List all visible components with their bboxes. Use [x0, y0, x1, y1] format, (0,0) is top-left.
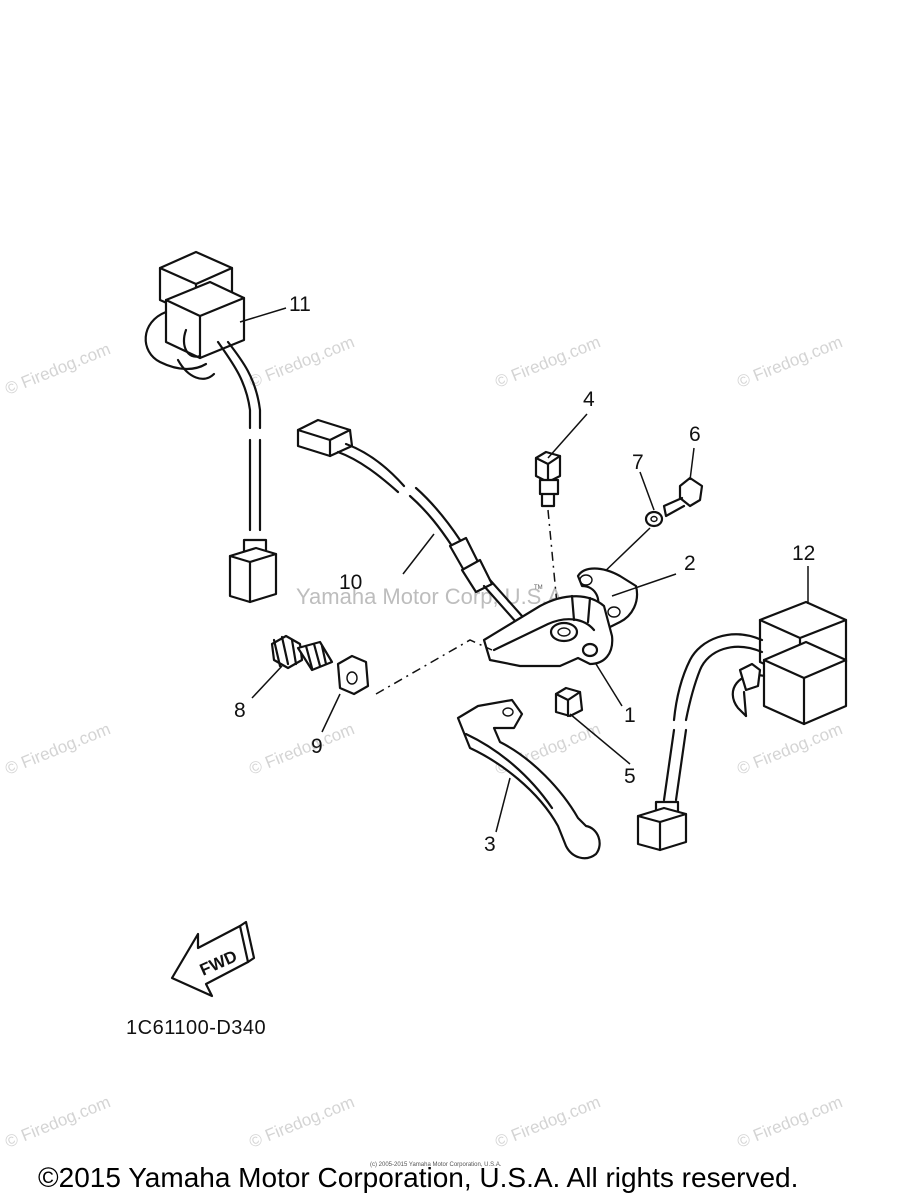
watermark: © Firedog.com — [734, 719, 845, 778]
inline-copyright-mark: Yamaha Motor Corp, U.S.A. — [296, 584, 568, 609]
lever-holder-1 — [482, 594, 614, 668]
watermark: © Firedog.com — [2, 719, 113, 778]
callout-7: 7 — [632, 451, 644, 474]
watermark: © Firedog.com — [246, 1092, 357, 1151]
callout-9: 9 — [311, 735, 323, 758]
fwd-arrow-icon: FWD — [170, 920, 256, 998]
watermark: © Firedog.com — [2, 339, 113, 398]
screw-6 — [662, 476, 704, 518]
callout-12: 12 — [792, 542, 815, 565]
small-copyright: (c) 2005-2015 Yamaha Motor Corporation, … — [370, 1162, 502, 1168]
callout-5: 5 — [624, 765, 636, 788]
lever-3 — [456, 698, 601, 860]
bolt-4 — [534, 450, 562, 508]
callout-1: 1 — [624, 704, 636, 727]
callout-4: 4 — [583, 388, 595, 411]
watermark: © Firedog.com — [246, 332, 357, 391]
cable-assembly-10 — [296, 418, 524, 624]
adjuster-axis — [375, 639, 493, 695]
callout-10: 10 — [339, 571, 362, 594]
callout-11: 11 — [289, 293, 311, 316]
leader-lines — [239, 307, 809, 833]
callout-2: 2 — [684, 552, 696, 575]
trademark-mark: TM — [534, 585, 543, 591]
watermark: © Firedog.com — [492, 332, 603, 391]
callout-3: 3 — [484, 833, 496, 856]
bracket-2 — [576, 567, 639, 632]
watermark: © Firedog.com — [2, 1092, 113, 1151]
watermark: © Firedog.com — [734, 1092, 845, 1151]
footer-copyright: ©2015 Yamaha Motor Corporation, U.S.A. A… — [38, 1162, 798, 1193]
nut-5 — [554, 686, 584, 718]
watermark: © Firedog.com — [492, 1092, 603, 1151]
switch-assembly-12 — [636, 600, 848, 852]
callout-8: 8 — [234, 699, 246, 722]
watermark: © Firedog.com — [246, 719, 357, 778]
washer-7 — [644, 510, 664, 528]
locknut-9 — [336, 654, 370, 696]
switch-assembly-11 — [144, 250, 278, 604]
adjuster-8 — [270, 634, 334, 672]
watermark: © Firedog.com — [734, 332, 845, 391]
callout-6: 6 — [689, 423, 701, 446]
diagram-part-number: 1C61100-D340 — [126, 1017, 266, 1039]
